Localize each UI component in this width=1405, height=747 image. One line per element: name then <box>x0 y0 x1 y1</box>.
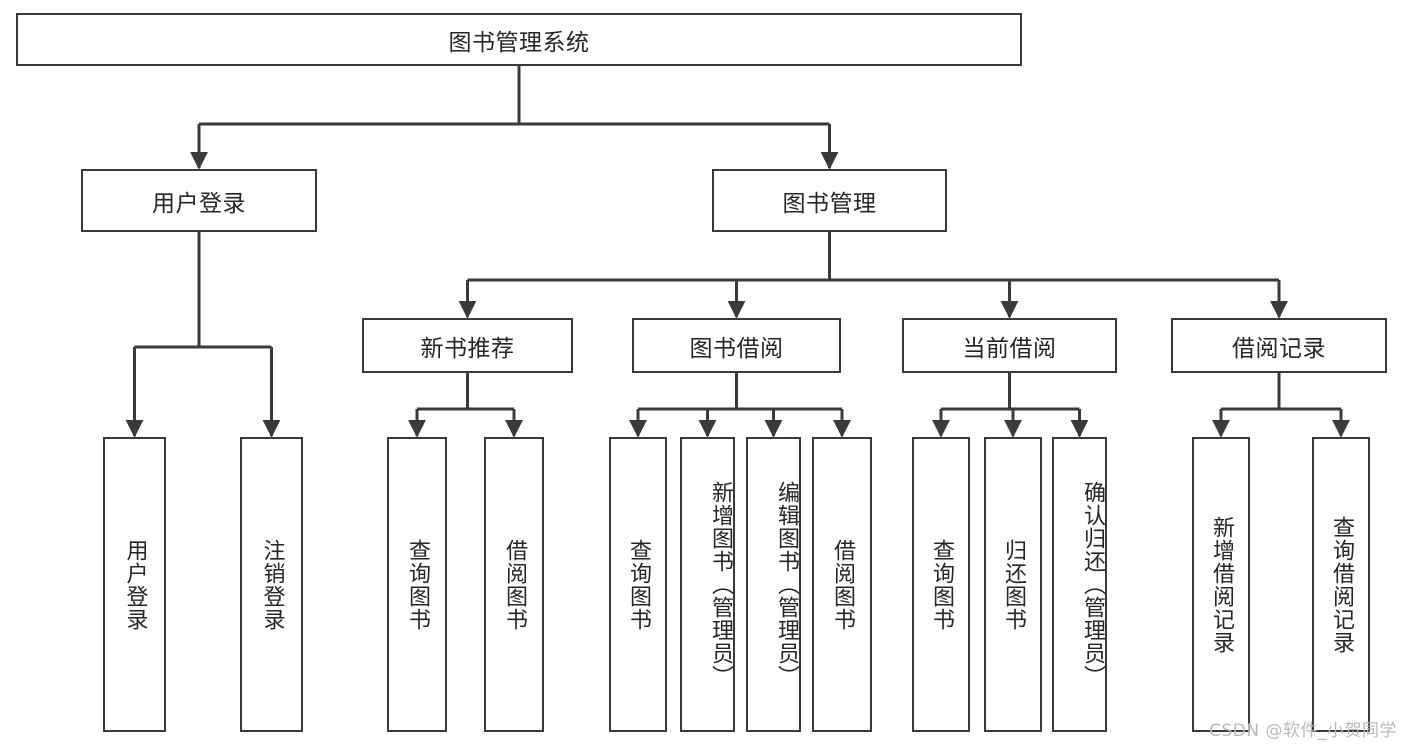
node-leaf-add-book[interactable]: 新增图书（管理员） <box>680 437 735 732</box>
node-leaf-return[interactable]: 归还图书 <box>984 437 1042 732</box>
edge-group-borrow <box>629 373 851 438</box>
node-leaf-query1[interactable]: 查询图书 <box>387 437 447 732</box>
node-bookmgmt[interactable]: 图书管理 <box>712 169 947 232</box>
node-leaf-add-rec[interactable]: 新增借阅记录 <box>1192 437 1250 732</box>
node-records[interactable]: 借阅记录 <box>1171 318 1387 373</box>
node-leaf-logout[interactable]: 注销登录 <box>240 437 303 732</box>
node-label: 注销登录 <box>259 538 285 631</box>
node-label: 借阅记录 <box>1232 335 1326 362</box>
node-leaf-borrow1[interactable]: 借阅图书 <box>484 437 544 732</box>
node-current[interactable]: 当前借阅 <box>902 318 1117 373</box>
node-label: 图书借阅 <box>689 335 784 362</box>
node-label: 查询图书 <box>928 538 954 631</box>
node-leaf-query3[interactable]: 查询图书 <box>912 437 970 732</box>
node-leaf-query2[interactable]: 查询图书 <box>609 437 667 732</box>
node-label: 新增借阅记录 <box>1208 515 1234 654</box>
node-leaf-borrow2[interactable]: 借阅图书 <box>812 437 872 732</box>
node-leaf-edit-book[interactable]: 编辑图书（管理员） <box>746 437 801 732</box>
node-leaf-login[interactable]: 用户登录 <box>103 437 166 732</box>
edge-group-root <box>190 66 839 170</box>
node-label: 查询借阅记录 <box>1328 515 1354 654</box>
node-leaf-confirm[interactable]: 确认归还（管理员） <box>1052 437 1107 732</box>
node-label: 查询图书 <box>404 538 430 631</box>
node-label: 用户登录 <box>152 190 246 217</box>
node-root[interactable]: 图书管理系统 <box>16 13 1022 66</box>
node-leaf-query-rec[interactable]: 查询借阅记录 <box>1312 437 1370 732</box>
node-label: 图书管理系统 <box>448 29 590 56</box>
node-label: 图书管理 <box>782 190 877 217</box>
node-login[interactable]: 用户登录 <box>81 169 317 232</box>
edge-group-current <box>932 373 1089 438</box>
node-label: 当前借阅 <box>962 335 1057 362</box>
node-label: 查询图书 <box>625 538 651 631</box>
edge-group-login <box>125 232 281 438</box>
node-borrow[interactable]: 图书借阅 <box>632 318 841 373</box>
node-label: 确认归还（管理员） <box>1080 481 1105 688</box>
node-label: 借阅图书 <box>501 538 527 631</box>
node-label: 新书推荐 <box>420 335 515 362</box>
edge-group-records <box>1212 373 1350 438</box>
node-label: 归还图书 <box>1000 538 1026 631</box>
node-label: 借阅图书 <box>829 538 855 631</box>
edge-group-newbook <box>408 373 523 438</box>
node-newbook[interactable]: 新书推荐 <box>362 318 573 373</box>
edge-group-bookmgmt <box>458 232 1288 319</box>
node-label: 编辑图书（管理员） <box>774 481 799 688</box>
node-label: 新增图书（管理员） <box>708 481 733 688</box>
watermark: CSDN @软件_小贺同学 <box>1209 721 1397 741</box>
node-label: 用户登录 <box>122 538 148 631</box>
